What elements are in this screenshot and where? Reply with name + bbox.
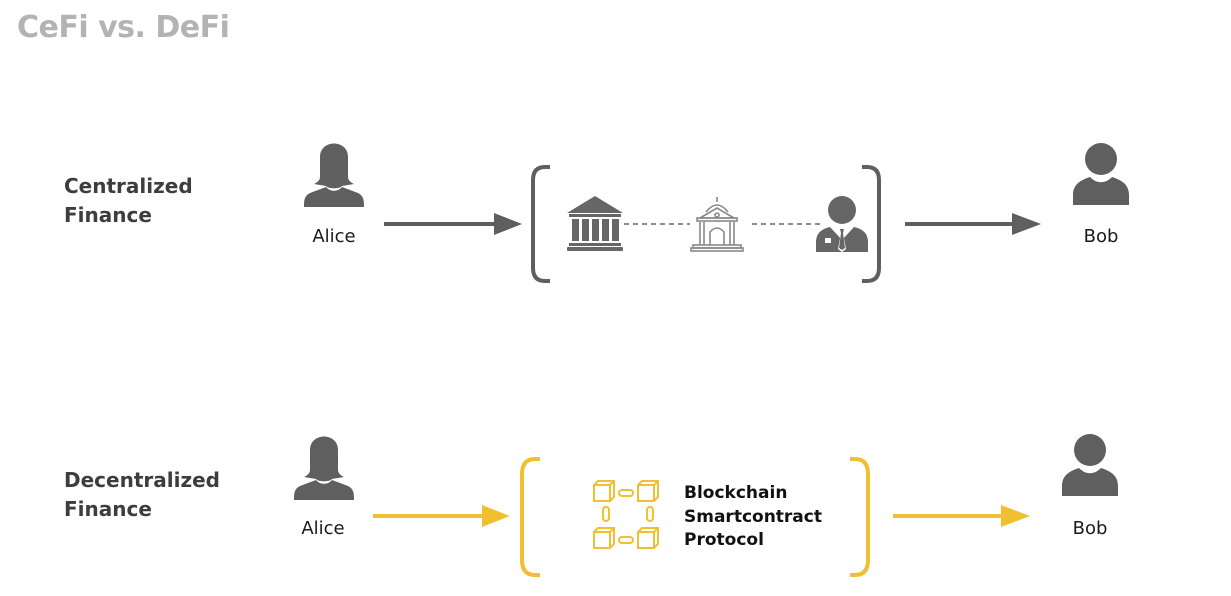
arrow-right-icon [373, 505, 510, 527]
alice-female-user-icon [294, 436, 354, 500]
government-building-icon [690, 197, 744, 252]
banker-icon [816, 196, 868, 252]
arrow-right-icon [905, 213, 1041, 235]
page-title: CeFi vs. DeFi [17, 10, 230, 45]
arrow-right-icon [893, 505, 1030, 527]
left-bracket [531, 165, 550, 283]
centralized-receiver-label: Bob [1083, 226, 1119, 247]
protocol-line-blockchain: Blockchain [684, 483, 788, 503]
protocol-description: Blockchain Smartcontract Protocol [684, 482, 822, 553]
decentralized-label-line2: Finance [64, 497, 152, 521]
arrow-right-icon [384, 213, 522, 235]
centralized-label-line2: Finance [64, 203, 152, 227]
bob-male-user-icon [1073, 143, 1129, 205]
left-bracket [520, 457, 540, 577]
decentralized-sender-label: Alice [301, 518, 345, 539]
right-bracket [862, 165, 881, 283]
alice-female-user-icon [304, 143, 364, 207]
centralized-finance-label: Centralized Finance [64, 172, 193, 230]
centralized-sender-label: Alice [312, 226, 356, 247]
decentralized-receiver-label: Bob [1072, 518, 1108, 539]
decentralized-label-line1: Decentralized [64, 468, 220, 492]
right-bracket [850, 457, 870, 577]
bank-icon [567, 196, 623, 251]
protocol-line-smartcontract: Smartcontract [684, 506, 822, 527]
centralized-label-line1: Centralized [64, 174, 193, 198]
bob-male-user-icon [1062, 434, 1118, 496]
protocol-line-protocol: Protocol [684, 530, 764, 550]
blockchain-icon [593, 480, 659, 549]
decentralized-finance-label: Decentralized Finance [64, 466, 220, 524]
